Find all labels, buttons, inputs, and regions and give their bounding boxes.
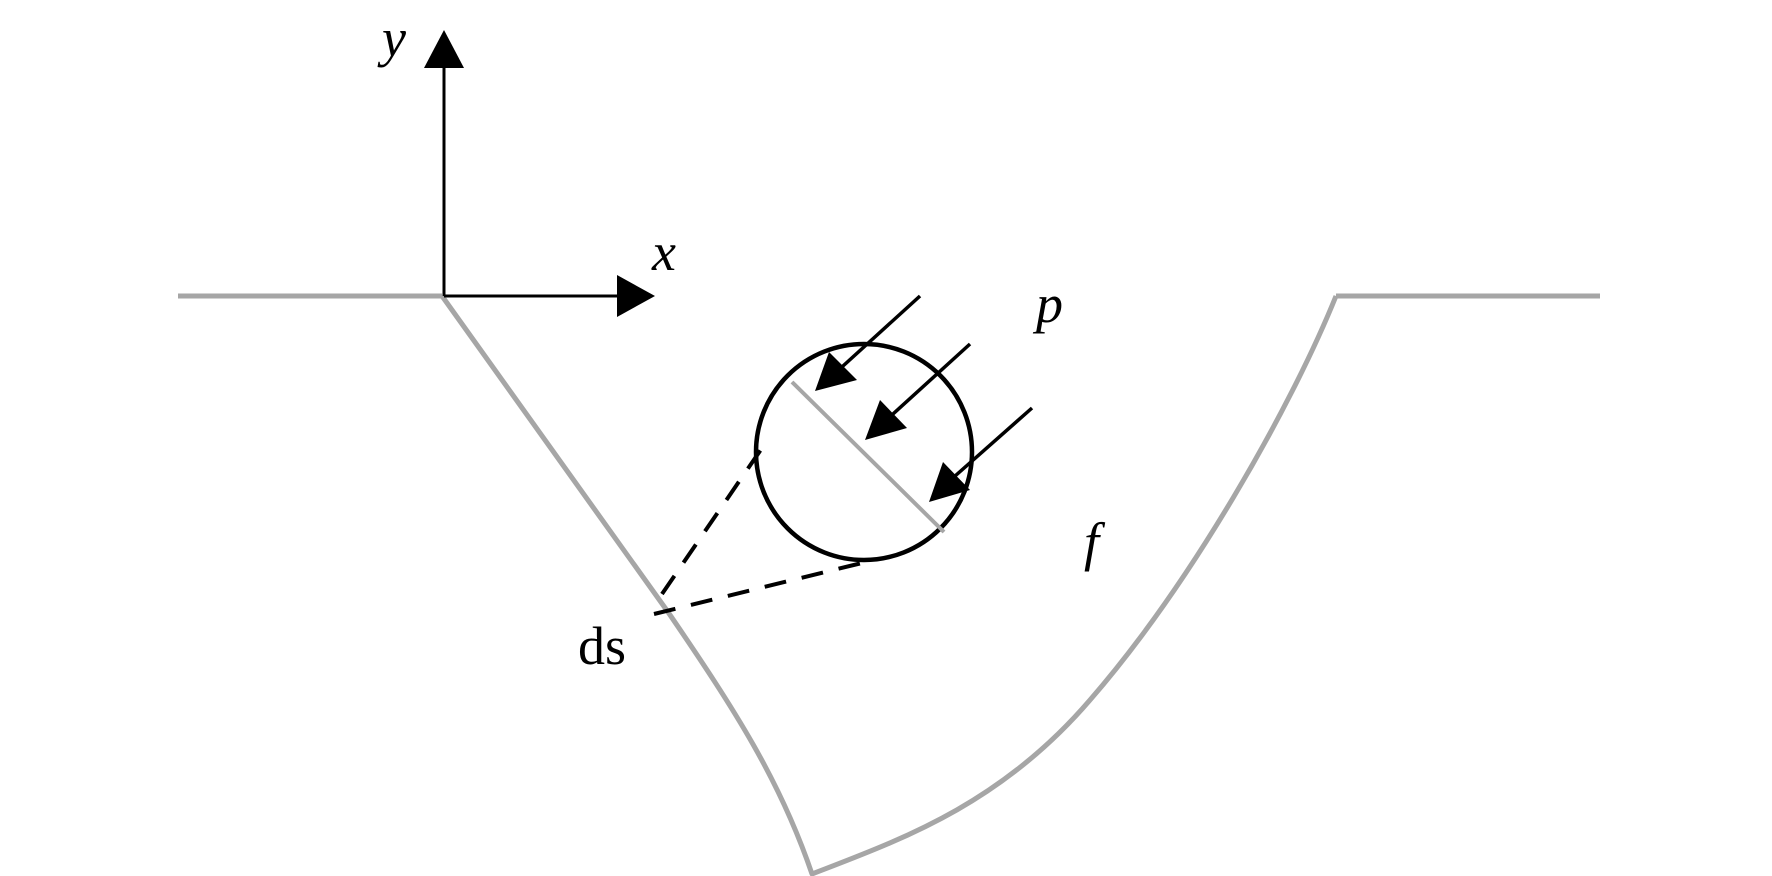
ground-profile: [178, 293, 1600, 876]
boundary-label: f: [1084, 512, 1106, 572]
pressure-arrow-2-shaft: [880, 342, 972, 426]
y-axis-label: y: [377, 8, 406, 68]
x-axis-arrowhead-icon: [617, 275, 655, 317]
trench-profile-curve: [439, 294, 1339, 876]
pressure-label: p: [1032, 274, 1063, 334]
y-axis-arrowhead-icon: [424, 30, 464, 68]
pressure-arrow-3-head-icon: [929, 462, 970, 502]
pressure-arrows: [815, 294, 1034, 502]
pressure-arrow-1-head-icon: [815, 352, 857, 391]
coordinate-axes: y x: [377, 8, 676, 317]
tangent-line-lower: [653, 560, 867, 616]
circular-element: [753, 341, 975, 563]
pressure-arrow-2-head-icon: [865, 400, 907, 440]
pressure-arrow-3-shaft: [944, 406, 1034, 486]
circle-outline: [753, 341, 975, 563]
circle-diameter-line: [790, 380, 946, 534]
element-length-label: ds: [578, 616, 626, 676]
pressure-arrow-1-shaft: [830, 294, 922, 378]
tangent-lines: [653, 446, 867, 616]
tangent-line-upper: [660, 446, 764, 596]
x-axis-label: x: [651, 222, 676, 282]
